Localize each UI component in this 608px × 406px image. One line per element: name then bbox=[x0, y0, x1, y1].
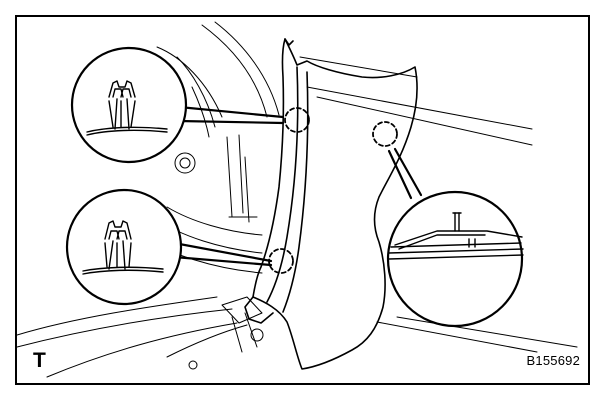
lower-clip-marker bbox=[268, 248, 294, 274]
clip-claw-icon bbox=[86, 80, 168, 136]
clip-claw-icon bbox=[82, 220, 164, 275]
vehicle-body-background bbox=[17, 21, 578, 378]
illustration-svg bbox=[17, 21, 578, 378]
lower-left-callout bbox=[65, 188, 183, 306]
upper-left-callout bbox=[70, 46, 188, 164]
right-callout bbox=[386, 190, 524, 328]
clip-guide-icon bbox=[388, 212, 524, 260]
right-clip-marker bbox=[372, 121, 398, 147]
pillar-garnish bbox=[244, 38, 418, 370]
figure-id: B155692 bbox=[526, 353, 580, 368]
view-label: T bbox=[33, 349, 46, 372]
callout-leaders bbox=[172, 105, 423, 267]
clip-markers bbox=[268, 107, 398, 274]
figure-frame: T B155692 bbox=[15, 15, 590, 385]
upper-clip-marker bbox=[284, 107, 310, 133]
